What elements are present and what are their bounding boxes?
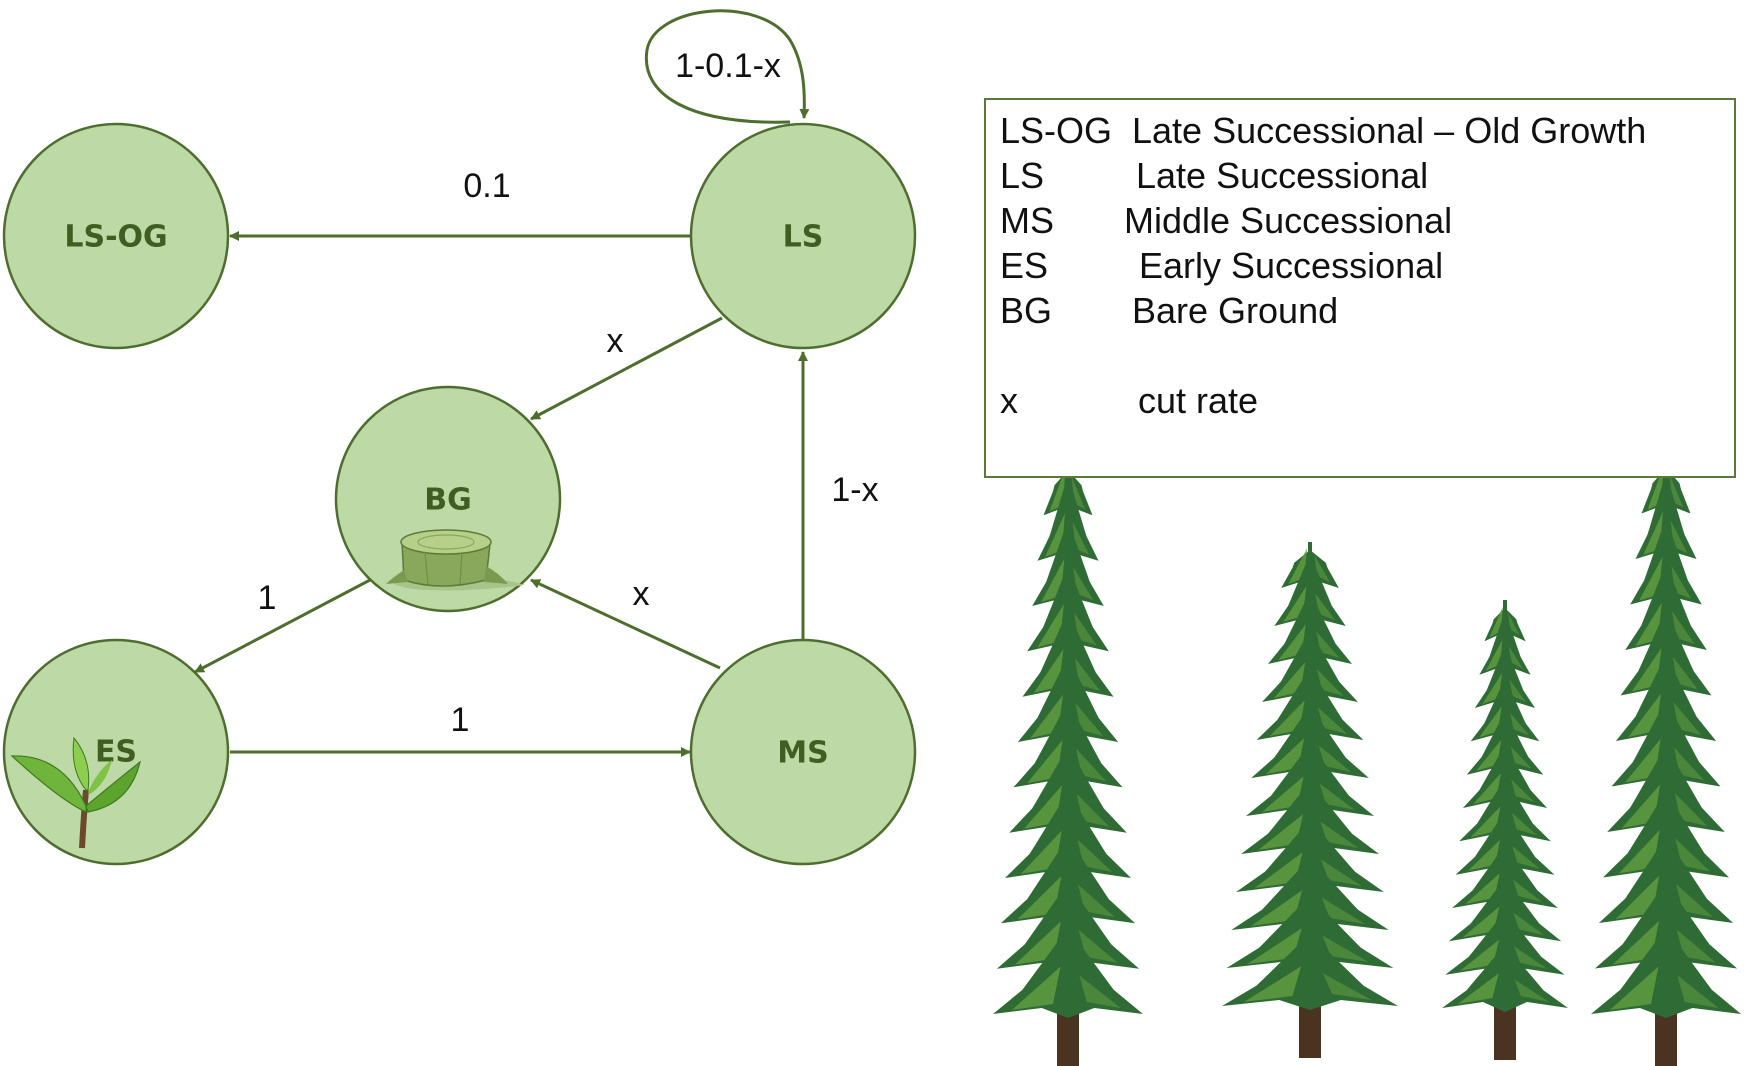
edge-label-ls-bg: x <box>607 322 624 360</box>
node-ls-og: LS-OG <box>2 122 230 350</box>
edge-label-es-ms: 1 <box>451 701 470 739</box>
legend-key: MS <box>1000 200 1054 241</box>
edge-bg-to-es <box>194 578 371 674</box>
legend-desc: Late Successional – Old Growth <box>1132 110 1647 151</box>
conifer-tree-icon <box>993 462 1143 1066</box>
legend-desc: Late Successional <box>1136 155 1429 196</box>
edge-label-ls-self: 1-0.1-x <box>675 47 781 85</box>
legend-desc: cut rate <box>1138 380 1259 421</box>
edge-label-ms-bg: x <box>633 575 650 613</box>
legend-key: ES <box>1000 245 1049 286</box>
edge-ms-to-bg <box>530 578 721 670</box>
edge-label-bg-es: 1 <box>258 579 277 617</box>
legend-key: BG <box>1000 290 1053 331</box>
legend-key: x <box>1000 380 1018 421</box>
edge-ls-self-loop <box>644 9 810 124</box>
node-label-ls-og: LS-OG <box>64 220 167 255</box>
legend-box: LS-OG Late Successional – Old Growth LS … <box>984 98 1736 478</box>
node-es: ES <box>2 638 230 866</box>
edge-label-ms-ls: 1-x <box>831 471 878 509</box>
legend-desc: Middle Successional <box>1124 200 1453 241</box>
legend-key: LS-OG <box>1000 110 1113 151</box>
edge-labels: 1-0.1-x 0.1 x 1-x x 1 1 <box>258 47 879 739</box>
conifer-tree-icon <box>1222 542 1398 1058</box>
legend-desc: Bare Ground <box>1132 290 1339 331</box>
seedling-icon <box>10 736 141 849</box>
conifer-tree-icon <box>1591 460 1741 1066</box>
node-bg: BG <box>334 385 562 613</box>
legend-desc: Early Successional <box>1139 245 1444 286</box>
legend-key: LS <box>1000 155 1045 196</box>
node-label-es: ES <box>95 735 137 770</box>
tree-stump-icon <box>386 529 525 591</box>
conifer-trees <box>993 460 1741 1066</box>
conifer-tree-icon <box>1442 600 1568 1060</box>
node-label-ms: MS <box>777 736 828 771</box>
node-ls: LS <box>689 122 917 350</box>
edge-ls-to-bg <box>530 316 723 421</box>
edges <box>194 9 810 757</box>
node-ms: MS <box>689 638 917 866</box>
node-label-ls: LS <box>783 220 824 255</box>
edge-label-ls-lsog: 0.1 <box>463 167 510 205</box>
node-label-bg: BG <box>424 483 472 518</box>
